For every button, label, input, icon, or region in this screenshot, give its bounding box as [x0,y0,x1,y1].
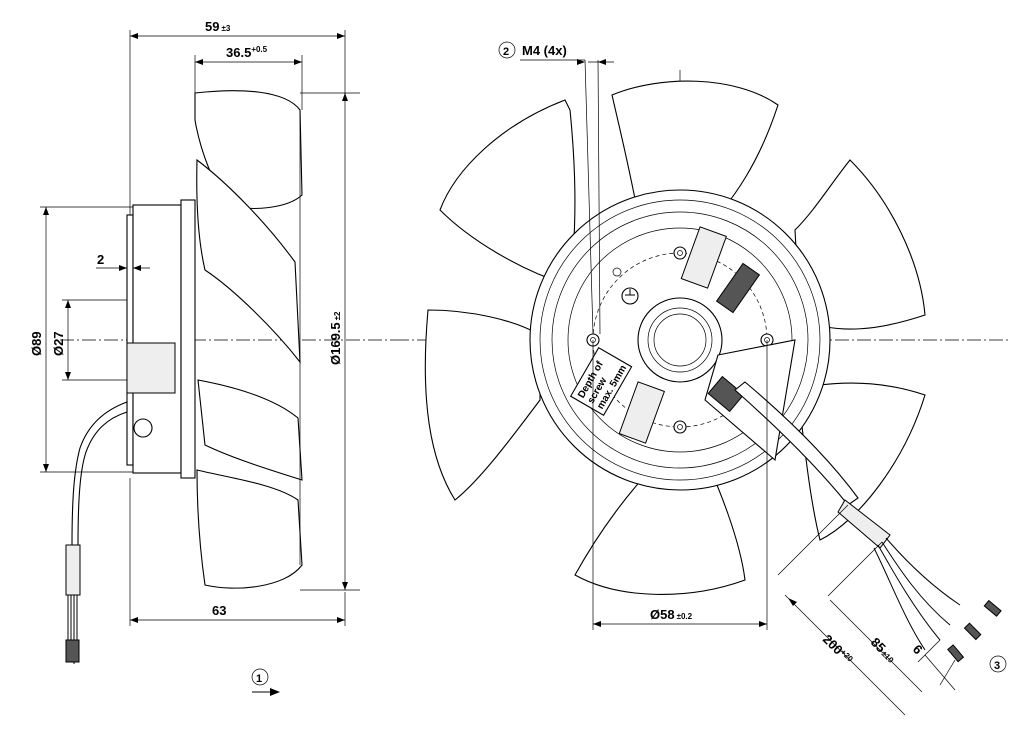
dim-blade-depth: 36.5+0.5 [194,45,303,110]
mount-circle-label: Ø58±0.2 [650,607,693,622]
blade-lower-side [197,379,303,481]
hub-bore [653,313,707,367]
dim-base-length: 63 [129,478,346,626]
dim-strip-length: 85±10 [827,541,941,693]
dim-outer-diameter: Ø169.5±2 [300,92,360,591]
cable-outlet [126,342,176,394]
cable-marker: 3 [989,655,1007,673]
flange-thickness-label: 2 [97,252,104,267]
label-slot-top [680,226,728,289]
motor-ring-2 [539,199,821,481]
side-cable [71,401,128,546]
brand-label [715,262,761,314]
motor-ring-4 [567,227,793,453]
blade-4 [799,382,926,541]
blade-middle-side [196,158,301,364]
thread-callout: 2 M4 (4x) [498,41,614,335]
marker-hole [612,267,622,277]
cable-marker-number: 3 [994,660,1000,672]
motor-ring-3 [551,211,809,469]
ground-symbol-icon [621,287,639,305]
dim-hub-diameter: Ø89 [29,206,133,473]
outer-diameter-label: Ø169.5±2 [328,311,343,365]
cable-length-label: 200+20 [820,632,856,668]
dim-mount-circle: Ø58±0.2 [592,340,768,630]
dim-overall-depth: 59±3 [129,19,346,215]
wire-end-label: 6 [910,642,926,658]
thread-callout-text: M4 (4x) [522,43,567,58]
dim-flange-thickness: 2 [96,252,150,271]
cable-gland [133,418,153,438]
hub-outer [637,297,723,383]
airflow-arrow-icon [270,688,280,696]
hub-inner [647,307,713,373]
blade-3 [794,159,926,330]
label-slot-bottom [618,381,666,444]
blade-top-side [194,90,303,209]
overall-depth-label: 59±3 [205,19,231,34]
blade-6 [424,309,541,501]
dim-shaft-diameter: Ø27 [51,299,127,381]
thread-marker-number: 2 [503,46,509,58]
side-wire-ends [65,595,80,664]
hub-diameter-label: Ø89 [29,331,44,356]
blade-depth-label: 36.5+0.5 [226,45,268,60]
shaft-diameter-label: Ø27 [51,331,66,356]
airflow-marker-number: 1 [256,673,262,685]
front-cable [734,381,859,506]
blade-1 [439,99,576,286]
base-flange [126,214,134,466]
airflow-marker: 1 [251,668,280,696]
blade-bottom-side [196,469,303,589]
side-view: 59±3 36.5+0.5 2 Ø89 [29,19,395,696]
base-length-label: 63 [212,603,226,618]
front-wires [873,537,1002,663]
cable-entry [707,375,745,413]
front-view: Depth of screw max. 5mm 2 M4 (4x) [395,41,1010,716]
strip-length-label: 85±10 [868,635,899,666]
motor-rim [180,199,196,479]
cable-sleeve [65,544,81,596]
